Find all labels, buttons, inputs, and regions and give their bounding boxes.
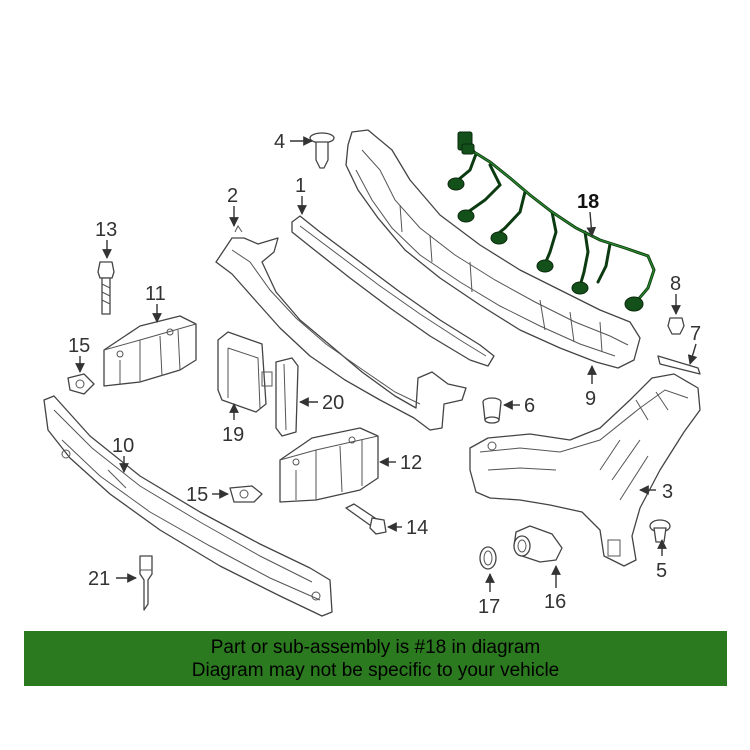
callout-19: 19: [222, 424, 244, 446]
callout-12: 12: [400, 452, 422, 474]
info-banner: Part or sub-assembly is #18 in diagram D…: [24, 631, 727, 686]
part-12-mounting-bracket: [279, 427, 379, 503]
callout-21: 21: [88, 568, 110, 590]
part-18-wiring-harness: [447, 131, 656, 312]
callout-14: 14: [406, 517, 428, 539]
banner-line-part: Part or sub-assembly is #18 in diagram: [210, 637, 541, 658]
part-7-seal: [657, 355, 701, 375]
banner-line-disclaimer: Diagram may not be specific to your vehi…: [191, 660, 560, 681]
part-16-parking-sensor: [513, 525, 563, 563]
callout-15-lower: 15: [186, 484, 208, 506]
callout-11: 11: [145, 283, 166, 305]
part-3-side-bracket: [469, 373, 701, 567]
callout-17: 17: [478, 596, 500, 618]
harness-connector-4: [536, 259, 554, 273]
harness-connector-1: [447, 177, 465, 191]
callout-5: 5: [656, 560, 667, 582]
part-21-fastener: [139, 555, 153, 611]
callout-1: 1: [295, 175, 306, 197]
part-15-upper-nut-plate: [67, 373, 95, 395]
harness-connector-2: [457, 209, 475, 223]
callout-15-upper: 15: [68, 335, 90, 357]
part-17-sensor-ring: [479, 546, 497, 570]
part-11-mounting-bracket: [103, 315, 197, 387]
part-13-bolt: [97, 261, 115, 315]
callout-3: 3: [662, 481, 673, 503]
harness-connector-3: [490, 231, 508, 245]
part-19-control-module: [217, 331, 273, 413]
part-5-clip: [649, 519, 671, 543]
callout-9: 9: [585, 388, 596, 410]
callout-2: 2: [227, 185, 238, 207]
callout-20: 20: [322, 392, 344, 414]
callout-10: 10: [112, 435, 134, 457]
part-20-strip: [275, 357, 299, 437]
part-9-energy-absorber: [345, 129, 641, 369]
callout-7: 7: [690, 323, 701, 345]
callout-18: 18: [577, 191, 599, 213]
callout-16: 16: [544, 591, 566, 613]
part-6-spacer: [482, 397, 502, 424]
part-14-bolt: [345, 503, 387, 535]
callout-8: 8: [670, 273, 681, 295]
callouts: 1 2 3 4 5 6 7 8 9 10 11 12 13 14 15 15 1…: [68, 131, 701, 618]
part-4-clip: [309, 132, 335, 169]
part-8-grommet: [667, 317, 685, 335]
callout-6: 6: [524, 395, 535, 417]
harness-connector-5: [571, 281, 589, 295]
callout-4: 4: [274, 131, 285, 153]
harness-connector-6: [624, 296, 644, 312]
part-1-upper-rail: [291, 215, 495, 367]
part-2-support-bracket: [215, 225, 467, 431]
leader-lines: [75, 136, 698, 592]
part-15-lower-nut-plate: [229, 485, 263, 503]
callout-13: 13: [95, 219, 117, 241]
